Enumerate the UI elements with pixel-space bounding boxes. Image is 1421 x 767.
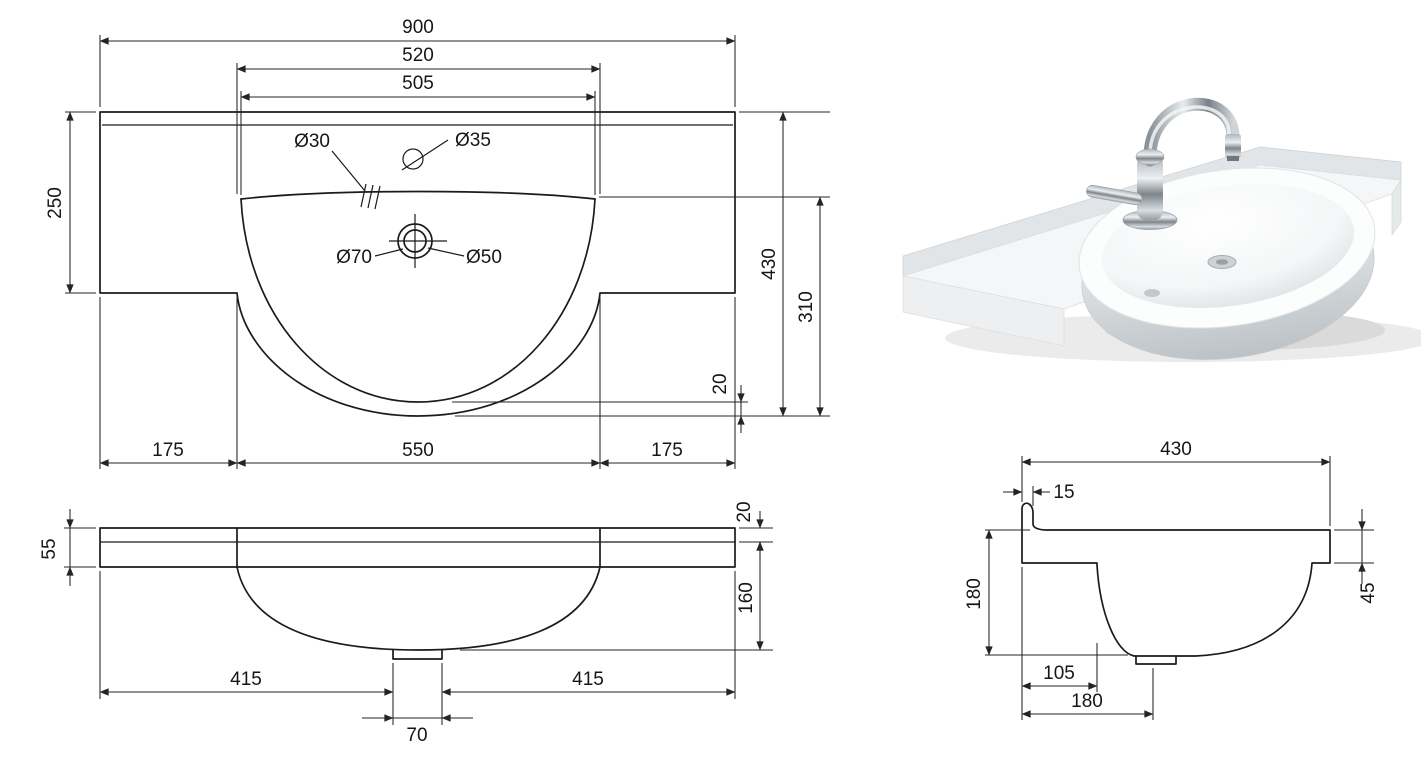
faucet-aerator [1227,156,1239,161]
dim-overall-width: 900 [402,17,434,38]
top-view-outline [99,111,736,417]
faucet-nozzle [1225,134,1241,158]
label-overflow-dia: Ø30 [294,131,330,152]
faucet-spout [1143,97,1240,167]
photo-drain-hole [1216,259,1228,265]
front-view-dimensions: 55 20 160 415 415 70 [39,501,773,746]
dim-left-span: 415 [230,669,262,690]
dim-drain-width: 70 [406,725,427,746]
dim-wing-depth: 250 [45,187,66,219]
product-photo [902,97,1421,362]
dim-edge-drop: 20 [734,501,755,522]
dim-bowl-height: 160 [736,582,757,614]
label-faucet-hole-dia: Ø35 [455,130,491,151]
top-view-dimensions: 900 520 505 Ø30 Ø35 Ø70 Ø50 250 [45,17,830,433]
dim-side-total-depth: 430 [1160,439,1192,460]
overflow-marks [331,150,381,210]
dim-splash-thickness: 15 [1053,482,1074,503]
side-view-outline [1021,502,1331,665]
side-view: 430 15 180 45 105 180 [964,439,1379,720]
faucet-lever [1086,184,1143,206]
dim-front-lip: 20 [710,373,731,394]
label-drain-recess-dia: Ø70 [336,247,372,268]
photo-overflow-hole [1144,289,1160,297]
dim-bowl-offset: 105 [1043,663,1075,684]
dim-front-edge-height: 45 [1358,582,1379,603]
dim-total-depth: 430 [759,248,780,280]
dim-right-span: 415 [572,669,604,690]
segment-dimensions: 175 550 175 [99,297,736,469]
faucet-body [1137,156,1163,220]
dim-drain-offset: 180 [1071,691,1103,712]
dim-left-wing: 175 [152,440,184,461]
faucet-cap [1135,148,1165,166]
photo-counter-front-right [1391,178,1402,237]
photo-faucet [1086,97,1241,230]
faucet-hole [401,139,449,171]
drain-hole [374,214,465,268]
dim-basin-depth: 310 [796,291,817,323]
top-view: 900 520 505 Ø30 Ø35 Ø70 Ø50 250 [45,17,830,469]
dim-cutout-width: 520 [402,45,434,66]
side-view-dimensions: 430 15 180 45 105 180 [964,439,1379,720]
dim-right-wing: 175 [651,440,683,461]
photo-counter-front-left [902,275,1065,347]
faucet-spout-highlight [1148,105,1231,158]
dim-basin-width: 505 [402,73,434,94]
label-drain-dia: Ø50 [466,247,502,268]
dim-slab-thickness: 55 [39,538,60,559]
dim-total-height: 180 [964,578,985,610]
dim-center-width: 550 [402,440,434,461]
front-view: 55 20 160 415 415 70 [39,501,773,746]
front-view-outline [99,527,736,660]
